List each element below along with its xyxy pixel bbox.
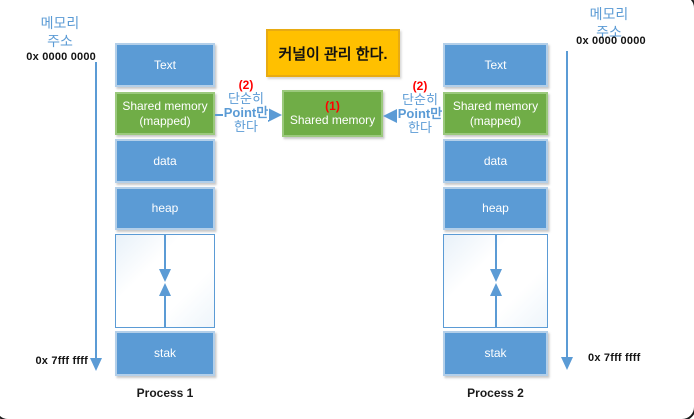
shared-memory-label: Shared memory — [289, 113, 376, 127]
start-address-right: 0x 0000 0000 — [576, 35, 646, 47]
memory-address-title-left-line2: 주소 — [47, 33, 73, 49]
arrow-down-icon — [159, 269, 171, 282]
kernel-note-box: 커널이 관리 한다. — [266, 29, 400, 77]
p2-shared-line2: (mapped) — [469, 113, 522, 128]
p2-segment-shared-memory: Shared memory (mapped) — [443, 92, 548, 135]
arrow-down-icon — [561, 357, 573, 370]
heap-grow-line — [164, 235, 166, 271]
pointer-note-left-line2: Point만 — [222, 105, 270, 120]
p1-segment-text: Text — [115, 43, 215, 87]
p1-growth-region — [115, 234, 215, 328]
p1-shared-line1: Shared memory — [122, 98, 208, 113]
p1-segment-stack-label: stak — [153, 346, 176, 360]
memory-address-title-right: 메모리 주소 — [577, 5, 641, 41]
memory-axis-line-right — [566, 51, 568, 357]
p1-shared-line2: (mapped) — [139, 113, 191, 128]
p2-segment-data: data — [443, 139, 548, 183]
p1-segment-text-label: Text — [153, 57, 176, 72]
stack-grow-line — [495, 296, 497, 327]
pointer-note-right-line2: Point만 — [396, 106, 444, 121]
p1-segment-heap: heap — [115, 187, 215, 230]
end-address-left: 0x 7fff ffff — [35, 355, 88, 367]
arrow-left-icon — [383, 109, 397, 123]
memory-address-title-left-line1: 메모리 — [40, 15, 80, 31]
p2-segment-stack-label: stak — [484, 346, 507, 360]
p2-segment-heap: heap — [443, 187, 548, 230]
pointer-note-left-line3: 한다 — [234, 119, 258, 134]
pointer-note-left: (2) 단순히 Point만 한다 — [220, 78, 272, 134]
p2-segment-heap-label: heap — [482, 201, 509, 215]
arrow-up-icon — [490, 283, 502, 296]
p2-segment-stack: stak — [443, 331, 548, 376]
arrow-up-icon — [159, 283, 171, 296]
arrow-down-icon — [490, 269, 502, 282]
p1-segment-stack: stak — [115, 331, 215, 376]
arrow-down-icon — [90, 358, 102, 371]
pointer-note-left-line1: 단순히 — [228, 91, 264, 106]
pointer-note-right-line1: 단순히 — [402, 92, 438, 107]
memory-address-title-left: 메모리 주소 — [28, 14, 92, 50]
start-address-left: 0x 0000 0000 — [26, 51, 96, 63]
process2-label: Process 2 — [467, 386, 524, 400]
pointer-note-left-number: (2) — [238, 78, 254, 92]
p1-segment-shared-memory: Shared memory (mapped) — [115, 92, 215, 135]
memory-address-title-right-line2: 주소 — [596, 24, 622, 40]
pointer-note-right: (2) 단순히 Point만 한다 — [394, 79, 446, 135]
p2-segment-data-label: data — [483, 153, 508, 168]
p2-shared-line1: Shared memory — [452, 98, 539, 113]
p1-segment-data: data — [115, 139, 215, 183]
process1-label: Process 1 — [136, 386, 194, 400]
memory-address-title-right-line1: 메모리 — [589, 6, 629, 22]
shared-memory-number: (1) — [325, 99, 340, 113]
pointer-note-right-line3: 한다 — [408, 120, 432, 135]
p2-growth-region — [443, 234, 548, 328]
p2-segment-text: Text — [443, 43, 548, 87]
stack-grow-line — [164, 296, 166, 327]
heap-grow-line — [495, 235, 497, 271]
p1-segment-heap-label: heap — [151, 201, 179, 215]
p2-segment-text-label: Text — [484, 57, 507, 72]
memory-axis-line-left — [95, 62, 97, 359]
p1-segment-data-label: data — [153, 153, 177, 168]
end-address-right: 0x 7fff ffff — [588, 352, 641, 364]
pointer-note-right-number: (2) — [412, 79, 428, 93]
kernel-shared-memory-box: (1) Shared memory — [282, 90, 383, 137]
kernel-note-text: 커널이 관리 한다. — [278, 45, 388, 63]
arrow-right-icon — [268, 108, 282, 122]
